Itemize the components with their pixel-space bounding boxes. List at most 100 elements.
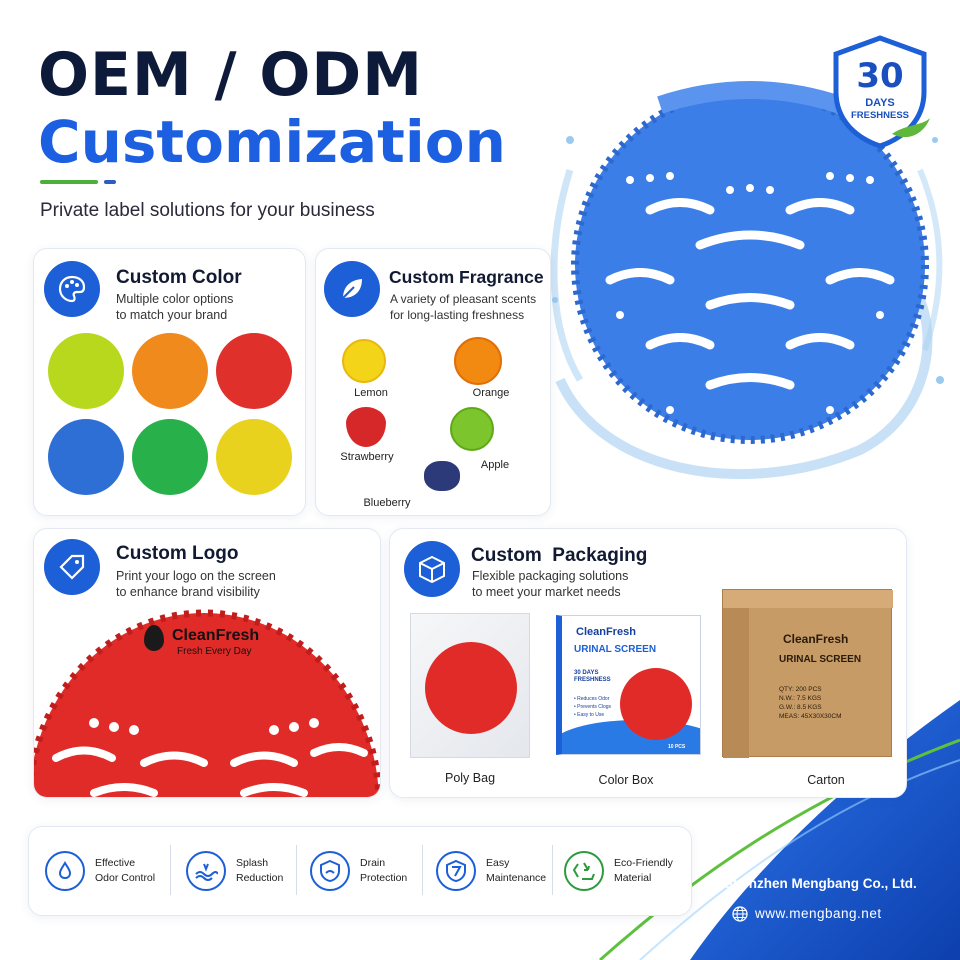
drain-shield-icon (310, 851, 350, 891)
carton-spec1: QTY: 200 PCS (779, 686, 822, 693)
color-box-brand: CleanFresh (576, 626, 636, 638)
custom-color-desc-line1: Multiple color options (116, 292, 234, 306)
page-title-line1: OEM / ODM (38, 40, 423, 110)
page-subtitle: Private label solutions for your busines… (40, 200, 375, 221)
custom-packaging-card: Custom Packaging Flexible packaging solu… (389, 528, 907, 798)
carton-spec3: G.W.: 8.5 KGS (779, 704, 822, 711)
poly-bag-label: Poly Bag (444, 771, 496, 785)
color-box-count: 10 PCS (668, 744, 686, 750)
feature-eco-line1: Eco-Friendly (614, 857, 673, 869)
custom-fragrance-title: Custom Fragrance (389, 267, 544, 287)
lemon-label: Lemon (354, 387, 388, 399)
logo-tagline: Fresh Every Day (177, 646, 252, 657)
title-underline-blue (104, 180, 116, 184)
feature-drain-line2: Protection (360, 872, 408, 884)
feature-eco-line2: Material (614, 872, 652, 884)
custom-packaging-desc-line2: to meet your market needs (472, 585, 621, 599)
feature-divider (422, 845, 423, 895)
apple-image (450, 407, 494, 451)
custom-fragrance-desc-line2: for long-lasting freshness (390, 308, 525, 322)
title-underline-green (40, 180, 98, 184)
custom-fragrance-desc-line1: A variety of pleasant scents (390, 292, 537, 306)
color-swatch-orange (132, 333, 208, 409)
custom-color-card: Custom Color Multiple color options to m… (33, 248, 306, 516)
color-swatch-lime (48, 333, 124, 409)
color-box-bullet2: • Prevents Clogs (574, 704, 612, 710)
custom-logo-desc-line2: to enhance brand visibility (116, 585, 260, 599)
color-swatch-green (132, 419, 208, 495)
feature-splash-line1: Splash (236, 857, 269, 869)
logo-drop-icon (144, 625, 164, 651)
tag-icon (44, 539, 100, 595)
company-name: Shenzhen Mengbang Co., Ltd. (724, 876, 917, 891)
feature-divider (552, 845, 553, 895)
carton-spec2: N.W.: 7.5 KGS (779, 695, 822, 702)
feature-easy-line2: Maintenance (486, 872, 547, 884)
packaging-title-word1: Custom (471, 545, 542, 566)
palette-icon (44, 261, 100, 317)
custom-packaging-title: Custom Packaging (471, 545, 647, 567)
poly-bag-image (410, 613, 530, 758)
feature-splash-line2: Reduction (236, 872, 284, 884)
color-box-screen (620, 668, 692, 740)
badge-days: DAYS (865, 97, 895, 109)
badge-number: 30 (856, 56, 904, 96)
custom-logo-desc-line1: Print your logo on the screen (116, 569, 276, 583)
feature-divider (170, 845, 171, 895)
strawberry-label: Strawberry (340, 451, 394, 463)
splash-wave-icon (186, 851, 226, 891)
poly-bag-screen (425, 642, 517, 734)
color-swatch-blue (48, 419, 124, 495)
orange-label: Orange (472, 387, 510, 399)
orange-image (454, 337, 502, 385)
page-title-line2: Customization (38, 108, 506, 176)
color-swatch-yellow (216, 419, 292, 495)
odor-drop-icon (45, 851, 85, 891)
leaf-icon (324, 261, 380, 317)
feature-divider (296, 845, 297, 895)
color-box-bullet3: • Easy to Use (574, 712, 605, 718)
website-link[interactable]: www.mengbang.net (755, 906, 882, 921)
apple-label: Apple (480, 459, 510, 471)
feature-odor-line1: Effective (95, 857, 136, 869)
carton-side-shade (723, 608, 749, 758)
hero-urinal-screen-image (550, 81, 944, 479)
recycle-icon (564, 851, 604, 891)
color-box-claim2: FRESHNESS (574, 677, 611, 683)
strawberry-image (346, 407, 386, 447)
badge-freshness: FRESHNESS (850, 110, 910, 121)
carton-brand: CleanFresh (783, 632, 849, 646)
color-box-image: CleanFresh URINAL SCREEN 30 DAYS FRESHNE… (556, 615, 701, 755)
carton-spec4: MEAS: 45X30X30CM (779, 713, 842, 720)
color-box-claim1: 30 DAYS (574, 670, 599, 676)
lemon-image (342, 339, 386, 383)
carton-top-flap (723, 590, 893, 608)
feature-odor-line2: Odor Control (95, 872, 156, 884)
color-swatch-red (216, 333, 292, 409)
carton-product: URINAL SCREEN (779, 654, 862, 665)
custom-logo-title: Custom Logo (116, 543, 239, 564)
color-box-bullet1: • Reduces Odor (574, 696, 610, 702)
carton-image: CleanFresh URINAL SCREEN QTY: 200 PCS N.… (722, 589, 893, 758)
blueberry-image (424, 461, 460, 491)
carton-label: Carton (807, 773, 845, 787)
box-icon (404, 541, 460, 597)
color-box-product: URINAL SCREEN (574, 644, 657, 655)
custom-color-title: Custom Color (116, 267, 242, 288)
freshness-badge: 30 DAYS FRESHNESS (830, 34, 930, 150)
red-logo-screen-image (34, 609, 380, 797)
maintenance-icon (436, 851, 476, 891)
feature-drain-line1: Drain (360, 857, 386, 869)
custom-fragrance-card: Custom Fragrance A variety of pleasant s… (315, 248, 551, 516)
custom-packaging-desc-line1: Flexible packaging solutions (472, 569, 629, 583)
feature-easy-line1: Easy (486, 857, 510, 869)
shield-icon (833, 35, 930, 149)
custom-logo-card: Custom Logo Print your logo on the scree… (33, 528, 381, 798)
custom-color-desc-line2: to match your brand (116, 308, 228, 322)
logo-brand-name: CleanFresh (172, 627, 260, 644)
